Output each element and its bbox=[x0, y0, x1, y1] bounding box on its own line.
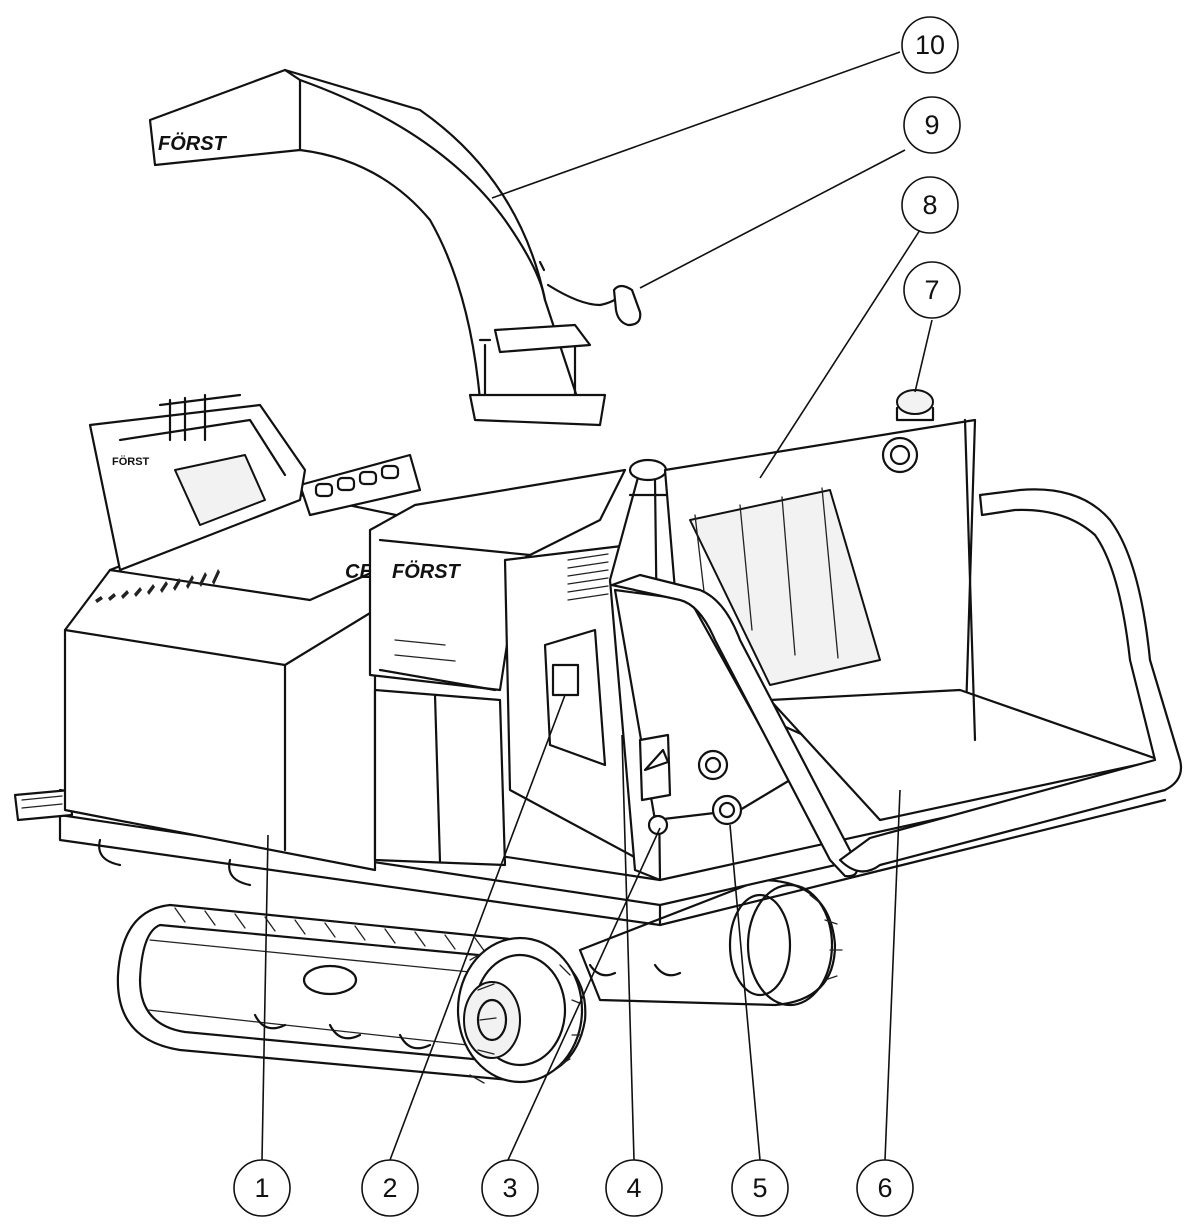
callout-4: 4 bbox=[605, 1159, 663, 1217]
callout-8: 8 bbox=[901, 176, 959, 234]
leader-6 bbox=[884, 789, 901, 1161]
discharge-chute: FÖRST bbox=[148, 68, 607, 427]
ce-mark: CE bbox=[345, 561, 373, 583]
callout-5: 5 bbox=[731, 1159, 789, 1217]
callout-10: 10 bbox=[901, 16, 959, 74]
svg-text:10: 10 bbox=[915, 30, 945, 60]
hood-logo: FÖRST bbox=[392, 560, 462, 583]
leader-8 bbox=[759, 229, 921, 479]
callout-6: 6 bbox=[856, 1159, 914, 1217]
svg-text:7: 7 bbox=[924, 275, 939, 305]
chute-handle bbox=[538, 260, 642, 327]
rear-hopper: FÖRST bbox=[88, 393, 307, 572]
svg-text:FÖRST: FÖRST bbox=[112, 455, 150, 468]
leader-4 bbox=[621, 734, 635, 1161]
svg-text:9: 9 bbox=[924, 110, 939, 140]
feed-control-bar bbox=[610, 488, 1183, 878]
leader-3 bbox=[507, 827, 661, 1161]
svg-text:4: 4 bbox=[626, 1173, 641, 1203]
callout-7: 7 bbox=[903, 261, 961, 319]
control-hood: FÖRST bbox=[368, 468, 627, 867]
svg-text:6: 6 bbox=[877, 1173, 892, 1203]
svg-text:8: 8 bbox=[922, 190, 937, 220]
callouts: 1 2 3 4 5 6 7 8 bbox=[233, 16, 961, 1217]
svg-text:3: 3 bbox=[502, 1173, 517, 1203]
chute-logo: FÖRST bbox=[158, 132, 228, 155]
callout-2: 2 bbox=[361, 1159, 419, 1217]
leader-2 bbox=[389, 694, 566, 1161]
track-drive-wheel bbox=[456, 936, 584, 1084]
callout-1: 1 bbox=[233, 1159, 291, 1217]
right-track bbox=[578, 878, 843, 1007]
leader-5 bbox=[729, 824, 761, 1161]
svg-text:2: 2 bbox=[382, 1173, 397, 1203]
leader-1 bbox=[261, 834, 269, 1161]
side-safety-panel bbox=[613, 588, 792, 836]
leader-9 bbox=[639, 149, 906, 289]
leader-10 bbox=[491, 51, 901, 199]
svg-text:5: 5 bbox=[752, 1173, 767, 1203]
callout-9: 9 bbox=[903, 96, 961, 154]
leader-7 bbox=[914, 319, 933, 393]
callout-3: 3 bbox=[481, 1159, 539, 1217]
svg-text:1: 1 bbox=[254, 1173, 269, 1203]
